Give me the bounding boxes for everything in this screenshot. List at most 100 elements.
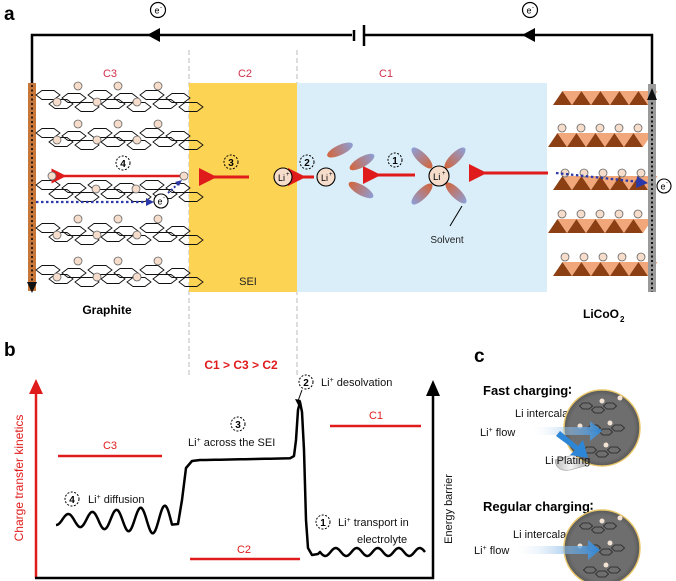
graphene-ring: [165, 226, 191, 236]
electron-badge-cathode: e -: [656, 178, 672, 194]
li-atom: [73, 256, 83, 266]
coo2-light-triangle: [581, 91, 601, 105]
fast-charging-title: Fast charging∶: [483, 383, 572, 398]
graphite-layers: [35, 81, 204, 287]
panel-c-label: c: [474, 346, 485, 367]
desolvation-pointer-head: [295, 399, 301, 405]
regular-charging-title: Regular charging∶: [483, 499, 593, 514]
graphene-ring: [61, 268, 87, 278]
graphene-ring: [610, 424, 626, 432]
li-atom: [73, 81, 83, 91]
coo2-dark-triangle: [591, 176, 610, 190]
li-ion-solvated: Li +: [428, 165, 450, 187]
coo2-dark-triangle: [610, 262, 629, 276]
svg-text:-: -: [666, 181, 668, 187]
coo2-dark-triangle: [586, 219, 605, 233]
step-4-badge: 4: [115, 155, 131, 171]
graphene-ring: [139, 265, 165, 275]
graphene-ring: [165, 93, 191, 103]
coo2-dark-triangle: [605, 133, 624, 147]
li-atom: [52, 135, 62, 145]
coo2-dark-triangle: [553, 262, 572, 276]
graphene-ring: [87, 265, 113, 275]
coo2-dark-triangle: [610, 176, 629, 190]
graphene-ring: [578, 522, 594, 530]
annotation-step-1: 1 Li+ transport in electrolyte: [315, 514, 409, 546]
energy-barrier-curve: [55, 400, 426, 558]
coo2-light-triangle: [595, 133, 615, 147]
coo2-dark-triangle: [605, 219, 624, 233]
li-atom: [617, 515, 623, 521]
svg-text:Li+ transport in: Li+ transport in: [338, 517, 409, 529]
li-ion-desolvating: Li +: [316, 167, 336, 187]
graphene-ring: [178, 277, 204, 287]
li-atom: [633, 123, 643, 133]
step-3-badge: 3: [223, 154, 239, 170]
li-atom: [131, 184, 141, 194]
desolvation-pointer: [297, 389, 303, 402]
kinetics-order-title: C1 > C3 > C2: [204, 358, 278, 372]
graphene-ring: [139, 180, 165, 190]
svg-text:+: +: [286, 172, 290, 178]
coo2-light-triangle: [562, 262, 582, 276]
svg-text:2: 2: [620, 315, 625, 324]
li-atom: [595, 209, 605, 219]
svg-text:-: -: [160, 5, 162, 11]
li-plating-label: Li Plating: [545, 455, 590, 467]
li-atom: [636, 252, 646, 262]
coo2-light-triangle: [557, 133, 577, 147]
li-atom: [153, 81, 163, 91]
circuit-wire-right: [364, 33, 654, 86]
li-atom: [636, 168, 646, 178]
graphene-ring: [74, 235, 100, 245]
graphene-ring: [35, 180, 61, 190]
graphene-ring: [165, 268, 191, 278]
li-atom: [617, 168, 627, 178]
cathode-up-arrow: [647, 88, 657, 100]
li-atom: [47, 171, 57, 181]
graphene-ring: [594, 570, 610, 578]
region-label-c2: C2: [238, 68, 252, 80]
solvent-molecule: [327, 142, 353, 158]
svg-text:2: 2: [304, 158, 310, 169]
li-atom: [595, 123, 605, 133]
svg-text:Li+ across the SEI: Li+ across the SEI: [188, 437, 275, 449]
graphene-ring: [152, 99, 178, 109]
svg-text:1: 1: [320, 518, 326, 529]
graphene-ring: [178, 102, 204, 112]
solvent-molecule: [349, 153, 375, 171]
graphene-ring: [606, 446, 622, 454]
coo2-dark-triangle: [591, 91, 610, 105]
region-label-c3: C3: [103, 68, 117, 80]
graphene-ring: [61, 131, 87, 141]
li-atom: [576, 123, 586, 133]
li-atom: [633, 209, 643, 219]
li-atom: [560, 252, 570, 262]
electron-path-arrowhead: [146, 198, 154, 206]
coo2-dark-triangle: [591, 262, 610, 276]
coo2-dark-triangle: [567, 219, 586, 233]
electron-path-cathode: [555, 171, 641, 184]
svg-text:4: 4: [69, 495, 75, 506]
coo2-dark-triangle: [624, 219, 643, 233]
kinetics-axis-label: Charge transfer kinetics: [12, 415, 26, 542]
svg-text:Li: Li: [278, 173, 285, 183]
li-atom: [153, 119, 163, 129]
li-atom: [113, 256, 123, 266]
coo2-light-triangle: [562, 91, 582, 105]
graphene-ring: [178, 140, 204, 150]
graphene-ring: [61, 93, 87, 103]
li-atom: [603, 442, 609, 448]
svg-text:Li+ diffusion: Li+ diffusion: [88, 494, 144, 506]
coo2-light-triangle: [576, 219, 596, 233]
graphene-ring: [139, 223, 165, 233]
circuit-arrow-left: [147, 28, 160, 42]
coo2-dark-triangle: [553, 176, 572, 190]
svg-text:3: 3: [235, 420, 241, 431]
graphene-ring: [590, 406, 606, 414]
coo2-light-triangle: [581, 176, 601, 190]
li-atom: [614, 209, 624, 219]
coo2-light-triangle: [633, 133, 653, 147]
coo2-light-triangle: [595, 219, 615, 233]
graphene-ring: [152, 137, 178, 147]
